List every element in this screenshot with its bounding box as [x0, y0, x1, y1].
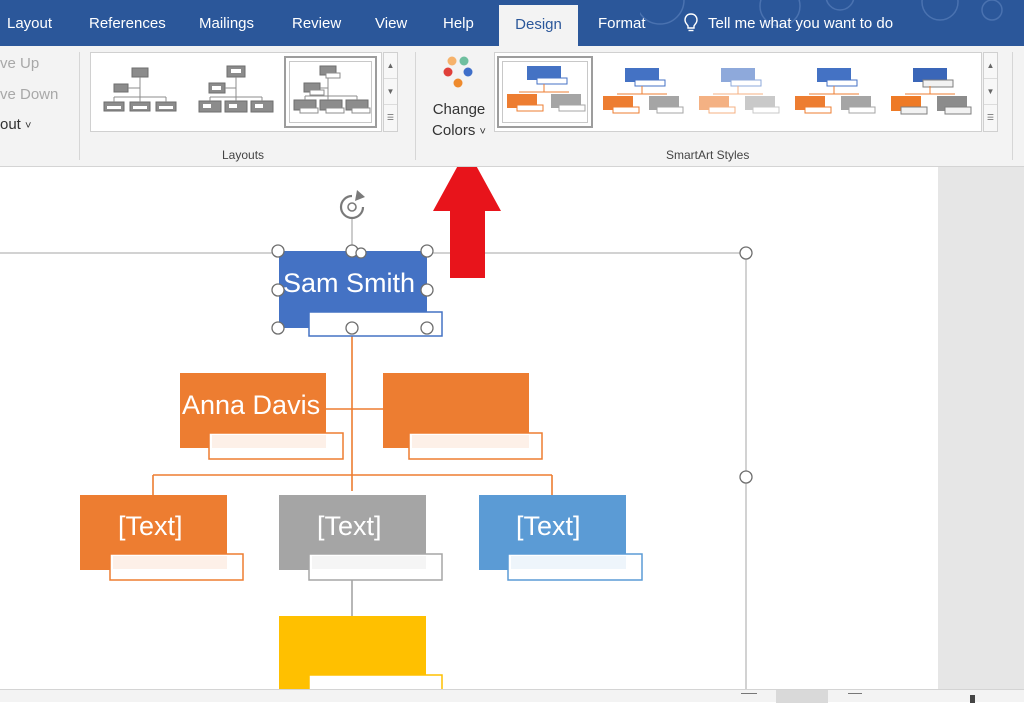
selection-handles[interactable]: [271, 244, 434, 335]
smartart-canvas: Sam Smith Anna Davis [Text] [Text] [Text…: [0, 167, 938, 689]
annotation-arrow-up: [433, 167, 501, 278]
group-separator: [1012, 52, 1013, 160]
layout-thumbnail-1[interactable]: [94, 56, 187, 128]
tab-layout[interactable]: Layout: [7, 15, 53, 32]
org-chart: [0, 167, 753, 689]
node-subordinate-1[interactable]: [80, 495, 244, 581]
title-bar-decoration: [640, 0, 1003, 27]
chevron-down-icon: ˅: [25, 120, 32, 132]
tab-references[interactable]: References: [89, 15, 166, 32]
palette-dots-icon: [443, 56, 473, 88]
web-layout-icon[interactable]: [848, 693, 862, 702]
style-thumbnail-1-selected[interactable]: [497, 56, 593, 128]
layout-button-label: out: [0, 116, 21, 133]
style-preview-icon: [795, 68, 876, 114]
layouts-gallery-scroller[interactable]: ▲ ▼ ☰: [383, 52, 398, 132]
zoom-slider-handle[interactable]: [970, 695, 975, 703]
node-assistant-1-label[interactable]: Anna Davis: [182, 390, 321, 420]
group-separator: [415, 52, 416, 160]
style-preview-icon: [891, 68, 972, 115]
scroll-down-icon[interactable]: ▼: [384, 79, 397, 105]
tell-me-text: Tell me what you want to do: [708, 14, 894, 32]
node-top-sam-smith[interactable]: [279, 251, 443, 337]
frame-resize-handle[interactable]: [739, 246, 753, 260]
group-separator: [79, 52, 80, 160]
scroll-down-icon[interactable]: ▼: [984, 79, 997, 105]
scroll-up-icon[interactable]: ▲: [984, 53, 997, 79]
node-subordinate-2-label[interactable]: [Text]: [317, 511, 382, 541]
node-assistant-empty[interactable]: [383, 373, 543, 460]
org-chart-picture-icon: [293, 65, 371, 114]
style-preview-icon: [507, 66, 586, 112]
connector-lines: [152, 335, 553, 495]
styles-gallery-scroller[interactable]: ▲ ▼ ☰: [983, 52, 998, 132]
style-preview-icon: [699, 68, 780, 114]
node-assistant-anna-davis[interactable]: [180, 373, 344, 460]
smartart-styles-gallery: [494, 52, 982, 132]
node-top-label[interactable]: Sam Smith: [283, 268, 416, 298]
ribbon-tab-bar: Layout References Mailings Review View H…: [0, 0, 1024, 46]
chevron-down-icon: ˅: [479, 126, 486, 138]
move-down-button[interactable]: ve Down: [0, 86, 59, 103]
more-icon[interactable]: ☰: [986, 113, 995, 122]
lightbulb-icon: [684, 13, 698, 32]
style-thumbnail-3[interactable]: [691, 56, 787, 128]
layout-thumbnail-2[interactable]: [189, 56, 282, 128]
print-layout-icon[interactable]: [776, 690, 828, 703]
org-chart-layout-icon: [103, 67, 177, 112]
layout-button[interactable]: out ˅: [0, 116, 31, 133]
tell-me-search[interactable]: Tell me what you want to do: [684, 0, 893, 46]
node-subordinate-2[interactable]: [279, 495, 443, 581]
style-thumbnail-5[interactable]: [883, 56, 979, 128]
style-thumbnail-4[interactable]: [787, 56, 883, 128]
style-thumbnail-2[interactable]: [595, 56, 691, 128]
tab-review[interactable]: Review: [292, 15, 342, 32]
smartart-styles-group-label: SmartArt Styles: [666, 148, 750, 162]
node-subordinate-3-label[interactable]: [Text]: [516, 511, 581, 541]
change-colors-label-line1: Change: [432, 101, 486, 118]
more-icon[interactable]: ☰: [386, 113, 395, 122]
layouts-group-label: Layouts: [222, 148, 265, 162]
node-bottom[interactable]: [279, 616, 443, 689]
ribbon: ve Up ve Down out ˅: [0, 46, 1024, 167]
tab-help[interactable]: Help: [443, 15, 474, 32]
tab-mailings[interactable]: Mailings: [199, 15, 255, 32]
layouts-gallery: [90, 52, 382, 132]
layout-thumbnail-3-selected[interactable]: [284, 56, 377, 128]
change-colors-button[interactable]: Change Colors ˅: [424, 52, 494, 142]
tab-format[interactable]: Format: [598, 15, 646, 32]
node-subordinate-3[interactable]: [479, 495, 643, 581]
document-margin: [938, 167, 1024, 689]
frame-resize-handle[interactable]: [739, 470, 753, 484]
tab-view[interactable]: View: [375, 15, 408, 32]
node-subordinate-1-label[interactable]: [Text]: [118, 511, 183, 541]
move-up-button[interactable]: ve Up: [0, 55, 40, 72]
scroll-up-icon[interactable]: ▲: [384, 53, 397, 79]
change-colors-label-line2: Colors ˅: [432, 122, 486, 139]
read-mode-icon[interactable]: [741, 693, 757, 702]
tab-design[interactable]: Design: [499, 5, 578, 46]
rotate-handle-icon[interactable]: [339, 190, 365, 245]
org-chart-name-title-icon: [198, 65, 274, 113]
status-bar: [0, 689, 1024, 703]
style-preview-icon: [603, 68, 684, 114]
